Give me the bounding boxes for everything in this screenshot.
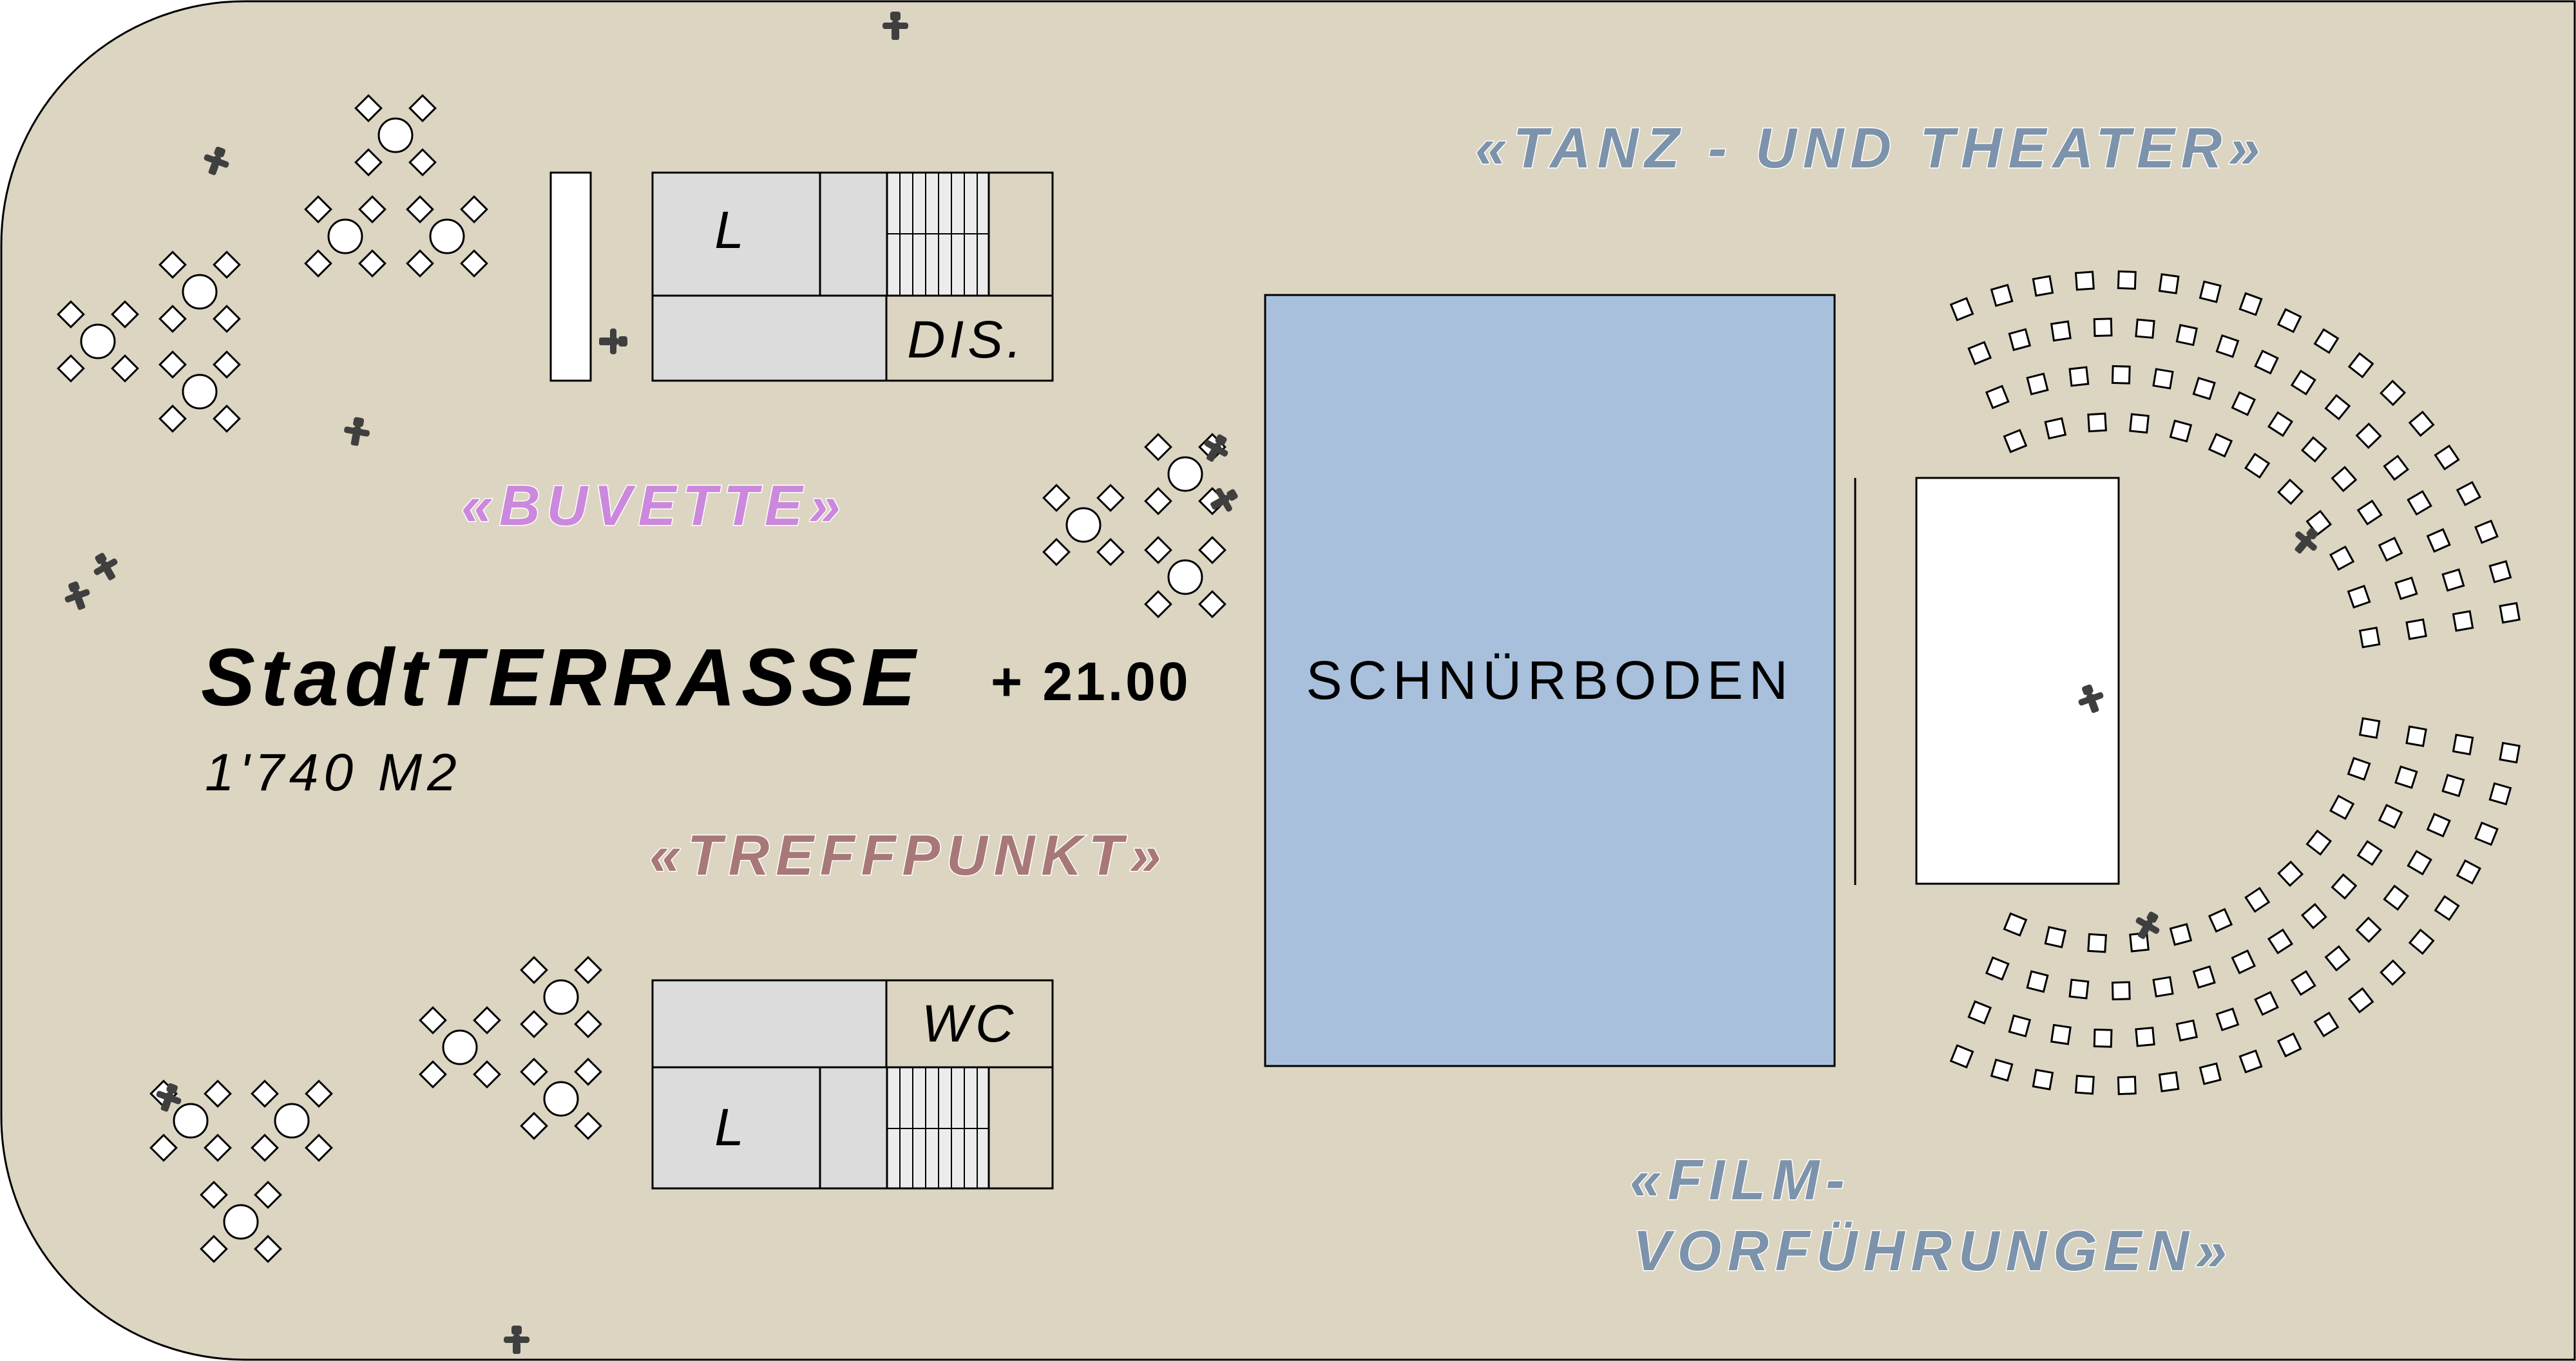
seat [2175, 324, 2198, 347]
seat [2044, 417, 2066, 440]
seat [2441, 774, 2465, 797]
seat [1990, 284, 2014, 307]
seat [2050, 320, 2072, 342]
terrace-area: 1'740 M2 [205, 743, 462, 802]
seat [2405, 618, 2427, 640]
seat [2008, 1014, 2031, 1038]
storage-bottom [651, 979, 888, 1069]
storage-top [651, 294, 888, 382]
film-label-line1: «FILM- [1630, 1148, 1851, 1212]
seat [2111, 365, 2131, 385]
seat [2111, 981, 2131, 1001]
seat [2405, 725, 2427, 747]
seat [2488, 782, 2512, 805]
lift-bottom-label: L [714, 1098, 748, 1157]
seat [2169, 419, 2192, 443]
buvette-label: «BUVETTE» [461, 473, 847, 537]
seat [2093, 1028, 2113, 1048]
schnurboden-label: SCHNÜRBODEN [1306, 650, 1793, 710]
seat [2152, 368, 2174, 390]
dis-room [885, 294, 1054, 382]
seat [2117, 270, 2137, 290]
seat [2488, 560, 2512, 584]
seat [2093, 318, 2113, 338]
seat [2199, 280, 2222, 303]
seat [2394, 765, 2418, 789]
elevation-label: + 21.00 [991, 651, 1191, 712]
seat [2032, 275, 2054, 297]
seat [2499, 602, 2521, 623]
seat [2075, 271, 2095, 291]
lift-top-label: L [714, 201, 748, 260]
seat [2026, 372, 2049, 395]
seat [2169, 923, 2192, 946]
seat [2075, 1074, 2095, 1095]
seat [2087, 933, 2107, 953]
bottom-service-block: WC L [651, 979, 1054, 1190]
seat [2135, 1027, 2155, 1047]
seat [2087, 412, 2107, 433]
seat [1990, 1058, 2014, 1081]
seat [2117, 1076, 2137, 1096]
schnurboden-area [1264, 294, 1836, 1067]
service-strip-top [819, 171, 888, 297]
dis-label: DIS. [907, 310, 1025, 369]
seat [2359, 717, 2381, 739]
wc-room [885, 979, 1054, 1069]
seat [2192, 966, 2216, 989]
seat [2199, 1062, 2222, 1085]
seat [2192, 377, 2216, 400]
seat [2441, 568, 2465, 592]
seat [2152, 976, 2174, 998]
service-strip-bottom [819, 1066, 888, 1190]
seat [2499, 742, 2521, 764]
seat [2026, 970, 2049, 993]
seat [2068, 978, 2090, 1000]
terrace-title: StadtTERRASSE [201, 632, 921, 723]
seat [2158, 1071, 2180, 1092]
seat [2175, 1019, 2198, 1042]
seat [2050, 1023, 2072, 1045]
seat [2008, 328, 2031, 351]
top-service-block: L DIS. [549, 171, 1054, 382]
film-label-line2: VORFÜHRUNGEN» [1633, 1219, 2233, 1282]
seat [2135, 318, 2155, 339]
seat [2452, 610, 2474, 632]
seat [2129, 413, 2150, 434]
projection-screen [1915, 477, 2120, 885]
seat [2158, 273, 2180, 294]
seat [2032, 1069, 2054, 1090]
wc-label: WC [922, 995, 1018, 1053]
seat [2068, 366, 2090, 387]
seat [2394, 576, 2418, 600]
lift-bottom [651, 1066, 821, 1190]
bar-counter [549, 171, 592, 382]
seat [2452, 734, 2474, 756]
treffpunkt-label: «TREFFPUNKT» [649, 823, 1168, 887]
tanz-theater-label: «TANZ - UND THEATER» [1475, 116, 2266, 180]
seat [2044, 926, 2066, 948]
seat [2359, 627, 2381, 649]
